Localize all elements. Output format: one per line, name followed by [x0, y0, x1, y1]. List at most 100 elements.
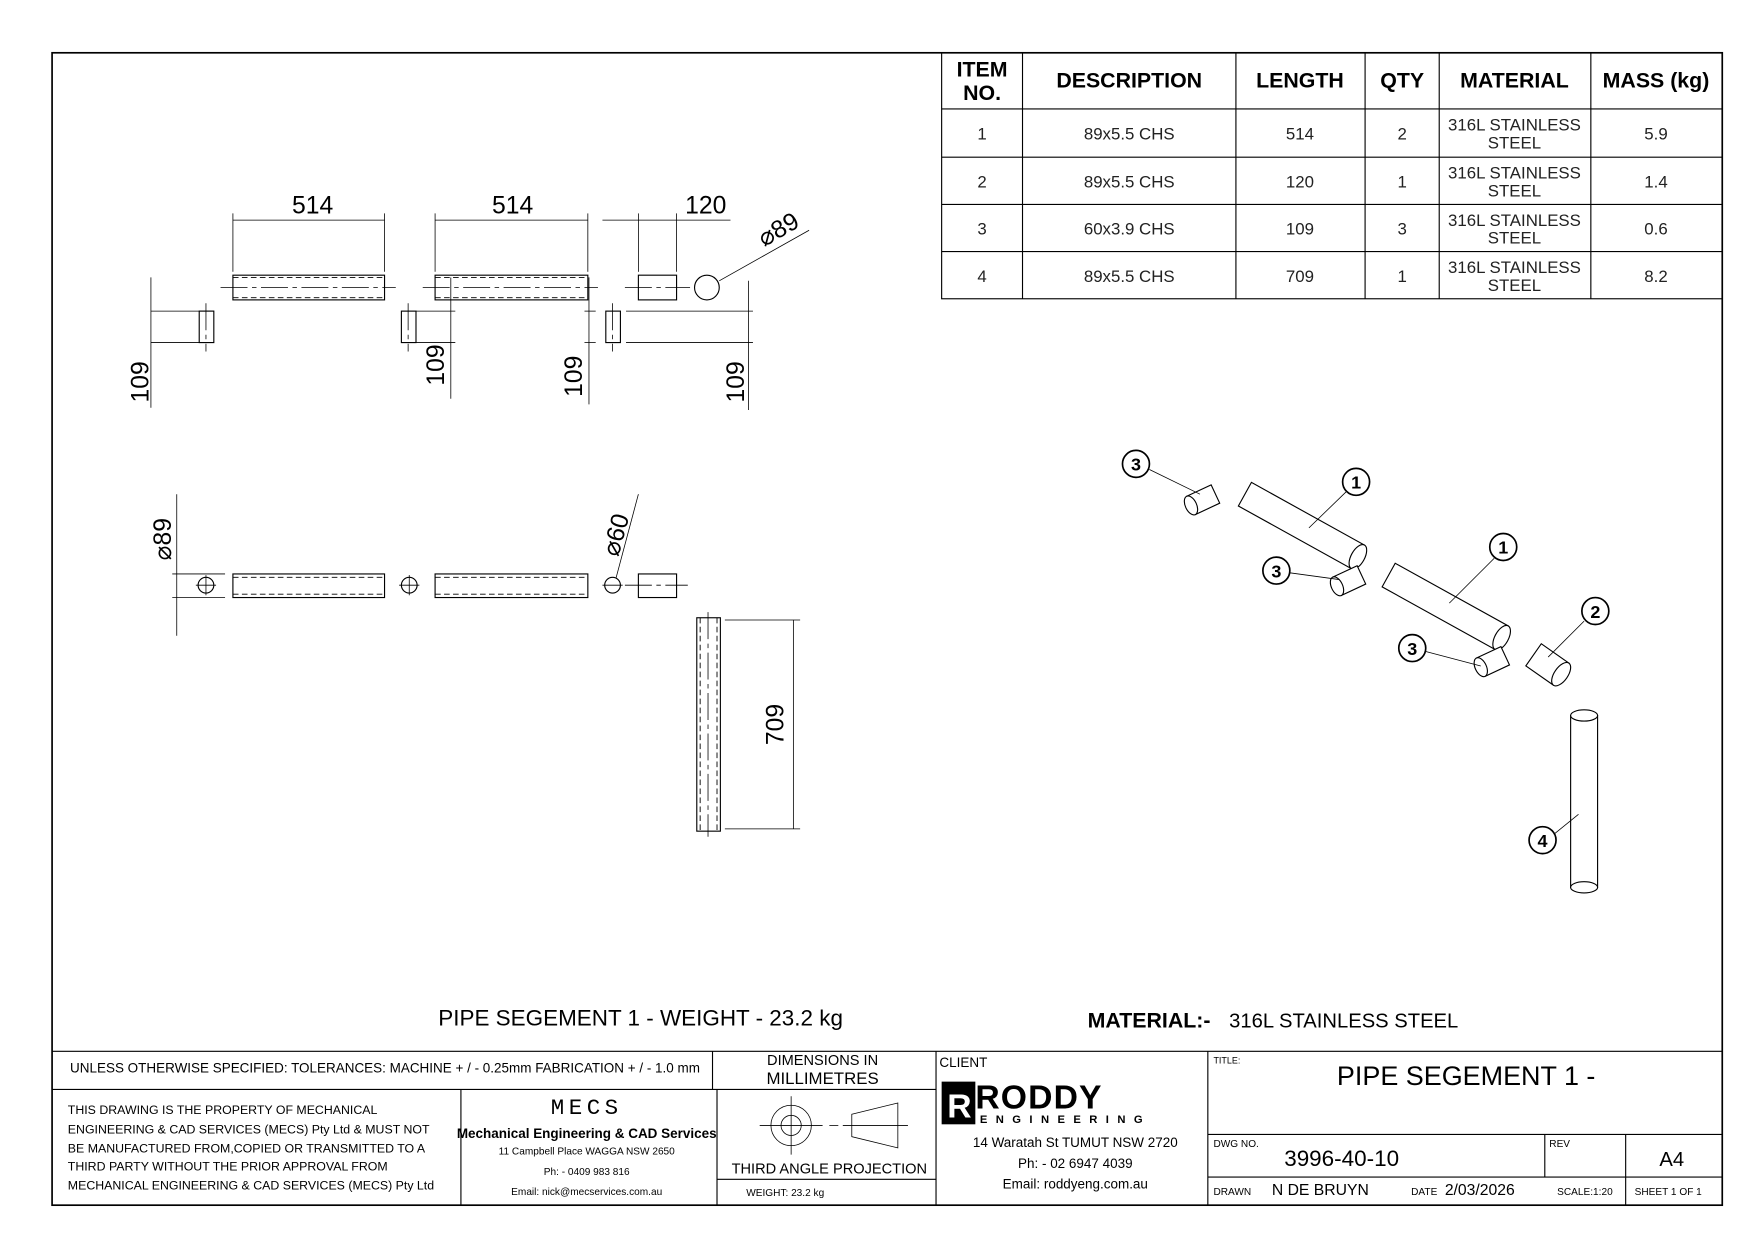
drawn-label: DRAWN	[1213, 1187, 1251, 1198]
svg-text:3: 3	[1407, 639, 1417, 659]
drawing-title: PIPE SEGEMENT 1 -	[1337, 1061, 1595, 1091]
cell-mass: 8.2	[1644, 267, 1667, 286]
weight-note: PIPE SEGEMENT 1 - WEIGHT - 23.2 kg	[438, 1005, 843, 1030]
svg-text:1: 1	[1498, 538, 1508, 558]
dwg-no: 3996-40-10	[1284, 1146, 1399, 1171]
cell-item: 2	[977, 173, 986, 192]
scale: SCALE:1:20	[1557, 1187, 1613, 1198]
cell-material: STEEL	[1488, 133, 1541, 152]
material-value: 316L STAINLESS STEEL	[1229, 1011, 1458, 1033]
dim-109-c: 109	[561, 356, 588, 397]
dim-109-a: 109	[128, 361, 155, 402]
svg-text:MECHANICAL ENGINEERING & CAD S: MECHANICAL ENGINEERING & CAD SERVICES (M…	[68, 1178, 434, 1192]
svg-text:3: 3	[1271, 561, 1281, 581]
header-item-no-2: NO.	[963, 81, 1001, 105]
svg-text:ENGINEERING & CAD SERVICES (ME: ENGINEERING & CAD SERVICES (MECS) Pty Lt…	[68, 1122, 430, 1136]
dim-120: 120	[685, 192, 726, 219]
svg-text:R: R	[947, 1089, 971, 1126]
balloon: 4	[1528, 825, 1557, 855]
cell-length: 109	[1286, 220, 1314, 239]
svg-text:2: 2	[1590, 602, 1600, 622]
mecs-phone: Ph: - 0409 983 816	[544, 1167, 630, 1178]
header-description: DESCRIPTION	[1056, 69, 1202, 93]
client-label: CLIENT	[939, 1055, 987, 1070]
cell-item: 4	[977, 267, 986, 286]
svg-text:ENGINEERING: ENGINEERING	[980, 1114, 1151, 1126]
roddy-engineering-logo: R RODDY ENGINEERING	[941, 1080, 1151, 1126]
cell-material: 316L STAINLESS	[1448, 211, 1581, 230]
cell-mass: 5.9	[1644, 124, 1667, 143]
property-notice: THIS DRAWING IS THE PROPERTY OF MECHANIC…	[68, 1103, 434, 1192]
cell-length: 120	[1286, 173, 1314, 192]
balloon: 3	[1262, 556, 1291, 585]
dim-514-a: 514	[292, 192, 333, 219]
sheet-number: SHEET 1 OF 1	[1635, 1187, 1703, 1198]
balloon: 2	[1581, 596, 1610, 626]
bom-table: ITEM NO. DESCRIPTION LENGTH QTY MATERIAL…	[941, 52, 1723, 300]
header-item-no: ITEM	[957, 57, 1008, 81]
sheet-border	[51, 51, 1724, 1207]
cell-material: STEEL	[1488, 276, 1541, 295]
svg-text:RODDY: RODDY	[975, 1080, 1102, 1117]
cell-mass: 0.6	[1644, 220, 1667, 239]
header-length: LENGTH	[1256, 69, 1344, 93]
cell-description: 89x5.5 CHS	[1084, 124, 1175, 143]
dim-109-d: 109	[723, 361, 750, 402]
balloon: 1	[1488, 532, 1518, 562]
cell-material: 316L STAINLESS	[1448, 258, 1581, 277]
cell-item: 3	[977, 220, 986, 239]
cell-material: 316L STAINLESS	[1448, 115, 1581, 134]
isometric-view: 3 1 3 1 2 3 4	[1121, 449, 1610, 894]
mecs-email: Email: nick@mecservices.com.au	[511, 1187, 662, 1198]
dim-514-b: 514	[492, 192, 533, 219]
title-block: UNLESS OTHERWISE SPECIFIED: TOLERANCES: …	[52, 1050, 1723, 1206]
dim-dia-89-side: ⌀89	[150, 518, 177, 560]
cell-material: STEEL	[1488, 182, 1541, 201]
cell-qty: 3	[1397, 220, 1406, 239]
svg-text:BE MANUFACTURED FROM,COPIED OR: BE MANUFACTURED FROM,COPIED OR TRANSMITT…	[68, 1141, 426, 1155]
svg-text:THIRD PARTY WITHOUT THE PRIOR: THIRD PARTY WITHOUT THE PRIOR APPROVAL F…	[68, 1159, 388, 1173]
balloon: 3	[1121, 449, 1151, 479]
sheet-size: A4	[1659, 1149, 1684, 1171]
dim-109-b: 109	[423, 344, 450, 385]
mecs-address: 11 Campbell Place WAGGA NSW 2650	[499, 1147, 676, 1158]
tolerances-note: UNLESS OTHERWISE SPECIFIED: TOLERANCES: …	[70, 1061, 700, 1076]
rev-label: REV	[1549, 1139, 1570, 1150]
header-material: MATERIAL	[1460, 69, 1569, 93]
dwg-no-label: DWG NO.	[1213, 1139, 1258, 1150]
cell-material: STEEL	[1488, 229, 1541, 248]
orthographic-views: 514 514 120 ⌀89 109 109 109 109	[128, 192, 810, 837]
svg-text:4: 4	[1538, 831, 1548, 851]
mecs-logo: MECS	[551, 1095, 623, 1121]
svg-text:1: 1	[1351, 473, 1361, 493]
date: 2/03/2026	[1445, 1182, 1515, 1199]
client-phone: Ph: - 02 6947 4039	[1018, 1156, 1133, 1171]
cell-qty: 1	[1397, 173, 1406, 192]
material-label: MATERIAL:-	[1088, 1009, 1211, 1033]
balloon: 1	[1341, 467, 1371, 497]
cell-description: 89x5.5 CHS	[1084, 173, 1175, 192]
millimetres: MILLIMETRES	[766, 1069, 878, 1088]
drawn-by: N DE BRUYN	[1272, 1182, 1369, 1199]
dim-dia-60: ⌀60	[598, 511, 635, 559]
header-mass: MASS (kg)	[1603, 69, 1710, 93]
client-email: Email: roddyeng.com.au	[1003, 1176, 1148, 1191]
svg-text:THIS DRAWING IS THE PROPERTY O: THIS DRAWING IS THE PROPERTY OF MECHANIC…	[68, 1103, 378, 1117]
mecs-name: Mechanical Engineering & CAD Services	[457, 1126, 717, 1141]
cell-qty: 2	[1397, 124, 1406, 143]
cell-description: 89x5.5 CHS	[1084, 267, 1175, 286]
cell-qty: 1	[1397, 267, 1406, 286]
cell-material: 316L STAINLESS	[1448, 164, 1581, 183]
cell-mass: 1.4	[1644, 173, 1667, 192]
svg-text:3: 3	[1131, 455, 1141, 475]
header-qty: QTY	[1380, 69, 1424, 93]
date-label: DATE	[1411, 1187, 1437, 1198]
dim-dia-89-top: ⌀89	[754, 208, 804, 253]
weight-field: WEIGHT: 23.2 kg	[746, 1188, 824, 1199]
dimensions-in: DIMENSIONS IN	[767, 1053, 878, 1069]
third-angle-projection-icon	[759, 1096, 908, 1155]
projection-label: THIRD ANGLE PROJECTION	[732, 1162, 927, 1178]
